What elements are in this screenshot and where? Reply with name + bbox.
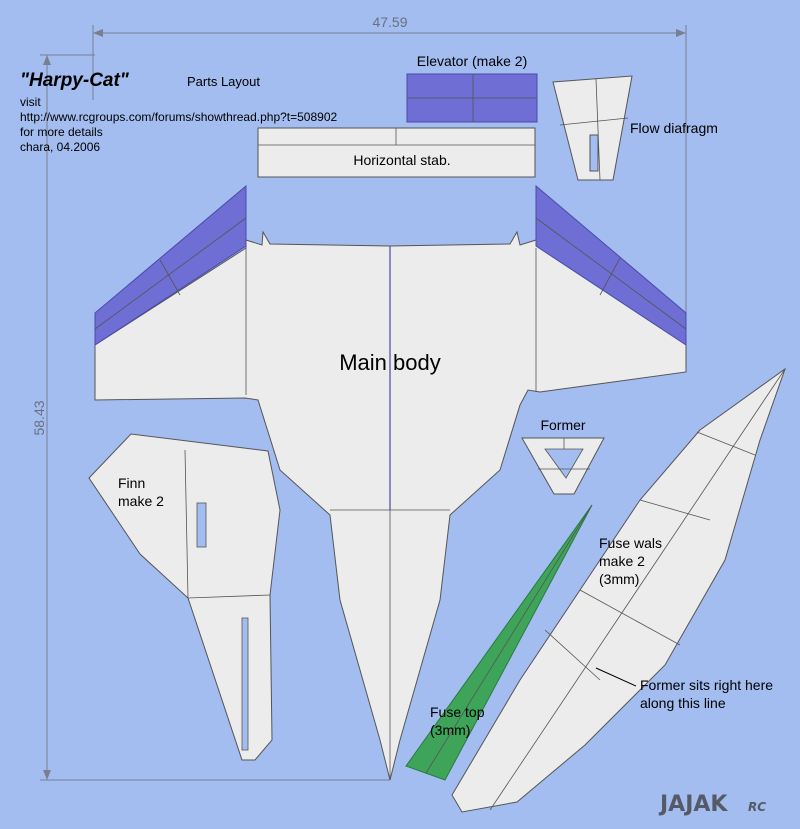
fuse-walls-label: Fuse wals	[599, 535, 662, 551]
fuse-walls-part: Fuse wals make 2 (3mm)	[451, 367, 786, 813]
elevator-part: Elevator (make 2)	[406, 53, 538, 123]
height-dimension: 58.43	[31, 45, 390, 781]
fuse-top-thickness: (3mm)	[430, 722, 470, 738]
watermark-logo: JAJAK RC	[658, 792, 766, 817]
flow-diafragm-label: Flow diafragm	[630, 120, 718, 136]
elevator-label: Elevator (make 2)	[417, 53, 527, 69]
plan-subtitle: Parts Layout	[187, 74, 260, 89]
flow-diafragm-part: Flow diafragm	[552, 75, 718, 181]
horizontal-stab-part: Horizontal stab.	[257, 127, 536, 178]
finn-label: Finn	[118, 475, 145, 491]
header-line: visit	[20, 95, 41, 109]
main-body-label: Main body	[339, 350, 441, 375]
fuse-walls-thickness: (3mm)	[599, 571, 639, 587]
watermark-sub: RC	[748, 800, 766, 814]
width-dimension: 47.59	[92, 14, 687, 370]
height-dimension-label: 58.43	[31, 400, 47, 435]
fuse-top-part: Fuse top (3mm)	[405, 504, 593, 781]
former-label: Former	[540, 417, 585, 433]
former-part: Former	[521, 417, 605, 495]
former-note: Former sits right here along this line	[595, 667, 773, 711]
main-body-part: Main body	[94, 184, 687, 781]
fuse-walls-count: make 2	[599, 553, 645, 569]
finn-part: Finn make 2	[88, 433, 281, 761]
former-note-line1: Former sits right here	[640, 677, 773, 693]
header-link[interactable]: http://www.rcgroups.com/forums/showthrea…	[20, 110, 338, 124]
horizontal-stab-label: Horizontal stab.	[353, 152, 450, 168]
former-note-line2: along this line	[640, 695, 726, 711]
watermark-main: JAJAK	[658, 792, 728, 817]
header-line: for more details	[20, 125, 103, 139]
width-dimension-label: 47.59	[372, 14, 407, 30]
fuse-top-label: Fuse top	[430, 704, 485, 720]
plan-title: "Harpy-Cat"	[20, 70, 130, 91]
finn-count: make 2	[118, 493, 164, 509]
header-line: chara, 04.2006	[20, 140, 100, 154]
